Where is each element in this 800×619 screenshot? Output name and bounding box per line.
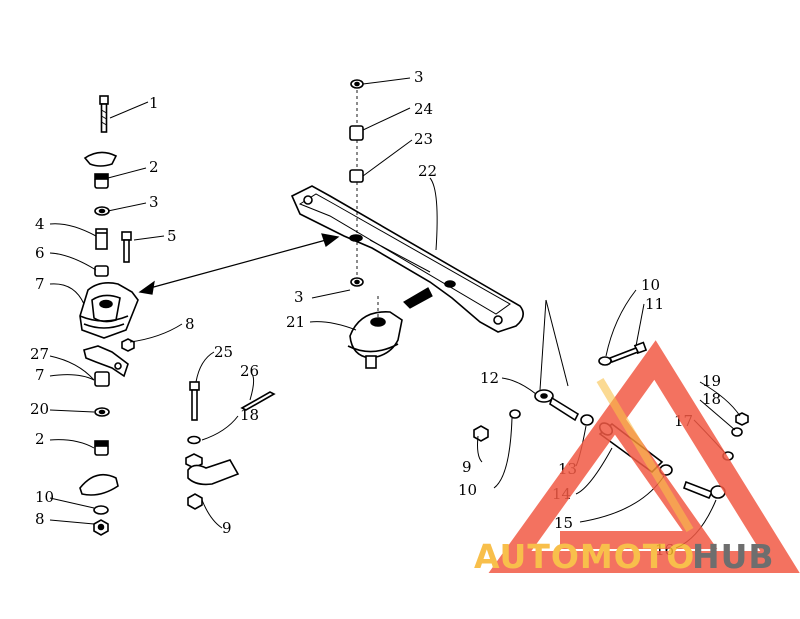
leader-lines (49, 77, 741, 549)
callout-25: 25 (214, 343, 233, 361)
callout-23: 23 (414, 130, 433, 148)
logo-text-primary: AUTOMOTO (474, 537, 695, 576)
callout-5: 5 (167, 227, 177, 245)
callout-1: 1 (149, 94, 159, 112)
callout-20: 20 (30, 400, 49, 418)
callout-24: 24 (414, 100, 433, 118)
left-mount-assembly (79, 95, 139, 536)
callout-7b: 7 (35, 366, 45, 384)
center-link-bolt (185, 381, 276, 510)
callout-19: 19 (702, 372, 721, 390)
automotohub-logo: AUTOMOTO HUB (474, 340, 800, 576)
callout-2b: 2 (35, 430, 45, 448)
logo-triangle-outer (488, 340, 800, 573)
logo-triangle-inner (560, 406, 718, 549)
callout-6: 7 (35, 275, 45, 293)
callout-15: 15 (554, 514, 573, 532)
callout-26: 26 (240, 362, 259, 380)
callout-3-bar: 3 (294, 288, 304, 306)
callout-9b: 9 (462, 458, 472, 476)
logo-text-secondary: HUB (692, 537, 775, 576)
callout-21: 21 (286, 313, 305, 331)
callout-labels: 1 2 3 4 5 6 7 8 27 7 20 2 10 8 25 26 18 … (30, 68, 721, 559)
direction-arrows (138, 233, 433, 309)
callout-10b: 10 (458, 481, 477, 499)
callout-4: 4 (35, 215, 45, 233)
callout-18: 18 (240, 406, 259, 424)
callout-8b: 8 (35, 510, 45, 528)
cross-bar (290, 185, 524, 333)
callout-18b: 18 (702, 390, 721, 408)
callout-8: 8 (185, 315, 195, 333)
callout-7: 6 (35, 244, 45, 262)
callout-12: 12 (480, 369, 499, 387)
callout-10: 10 (35, 488, 54, 506)
callout-9: 9 (222, 519, 232, 537)
callout-10-top: 10 (641, 276, 660, 294)
callout-22: 22 (418, 162, 437, 180)
callout-11: 11 (645, 295, 664, 313)
mount-21 (347, 296, 403, 369)
bar-spacer-stack (349, 79, 364, 287)
callout-27: 27 (30, 345, 49, 363)
callout-3: 3 (149, 193, 159, 211)
callout-3-top: 3 (414, 68, 424, 86)
logo-triangle-accent (596, 377, 694, 533)
callout-2: 2 (149, 158, 159, 176)
